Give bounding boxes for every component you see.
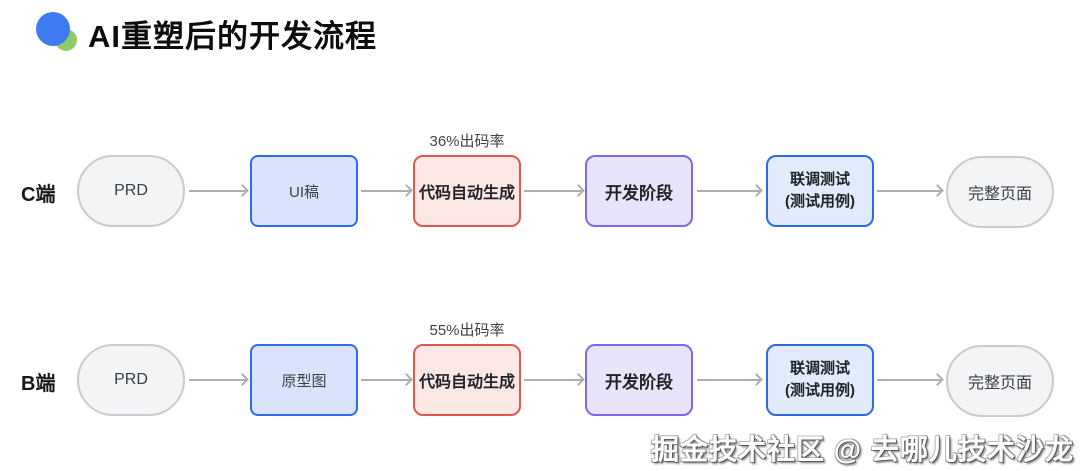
- title-logo-icon: [36, 12, 94, 60]
- flow-node-complete-page: 完整页面: [946, 156, 1054, 228]
- row-label-c: C端: [21, 184, 56, 206]
- flow-node-label: 代码自动生成: [418, 374, 515, 391]
- flow-arrow-icon: [697, 379, 760, 381]
- code-rate-annotation-b: 55%出码率: [429, 322, 505, 339]
- flow-arrow-icon: [877, 379, 941, 381]
- flow-arrow-icon: [361, 379, 410, 381]
- flow-node-joint-test: 联调测试 (测试用例): [766, 344, 874, 416]
- page-title: AI重塑后的开发流程: [88, 19, 377, 54]
- row-label-b: B端: [21, 373, 56, 395]
- flow-node-label: 联调测试: [789, 359, 850, 377]
- flow-node-label: UI稿: [288, 183, 319, 201]
- code-rate-annotation-c: 36%出码率: [429, 133, 505, 150]
- flow-node-prototype: 原型图: [250, 344, 358, 416]
- flow-node-code-autogen: 代码自动生成: [413, 155, 521, 227]
- flow-node-label: 原型图: [281, 372, 327, 390]
- flow-node-label: PRD: [114, 182, 148, 199]
- flow-arrow-icon: [524, 190, 582, 192]
- flow-node-label: 完整页面: [967, 186, 1032, 203]
- flow-node-complete-page: 完整页面: [946, 345, 1054, 417]
- flow-arrow-icon: [189, 379, 246, 381]
- flow-node-label: 代码自动生成: [418, 185, 515, 202]
- flow-node-prd: PRD: [77, 155, 185, 227]
- flow-node-sublabel: (测试用例): [785, 193, 855, 210]
- watermark: 掘金技术社区 @ 去哪儿技术沙龙: [651, 434, 1074, 465]
- flow-arrow-icon: [361, 190, 410, 192]
- flow-arrow-icon: [697, 190, 760, 192]
- flow-arrow-icon: [189, 190, 246, 192]
- logo-blue-circle-icon: [36, 12, 70, 46]
- flow-node-ui-draft: UI稿: [250, 155, 358, 227]
- flow-node-label: 开发阶段: [605, 183, 673, 203]
- flow-node-label: PRD: [114, 371, 148, 388]
- flow-node-joint-test: 联调测试 (测试用例): [766, 155, 874, 227]
- flow-node-dev-phase: 开发阶段: [585, 344, 693, 416]
- flow-node-sublabel: (测试用例): [785, 382, 855, 399]
- flow-node-label: 联调测试: [789, 170, 850, 188]
- flow-node-label: 完整页面: [967, 375, 1032, 392]
- flow-node-dev-phase: 开发阶段: [585, 155, 693, 227]
- flow-node-prd: PRD: [77, 344, 185, 416]
- flow-node-code-autogen: 代码自动生成: [413, 344, 521, 416]
- flow-node-label: 开发阶段: [605, 372, 673, 392]
- flow-arrow-icon: [524, 379, 582, 381]
- flow-arrow-icon: [877, 190, 941, 192]
